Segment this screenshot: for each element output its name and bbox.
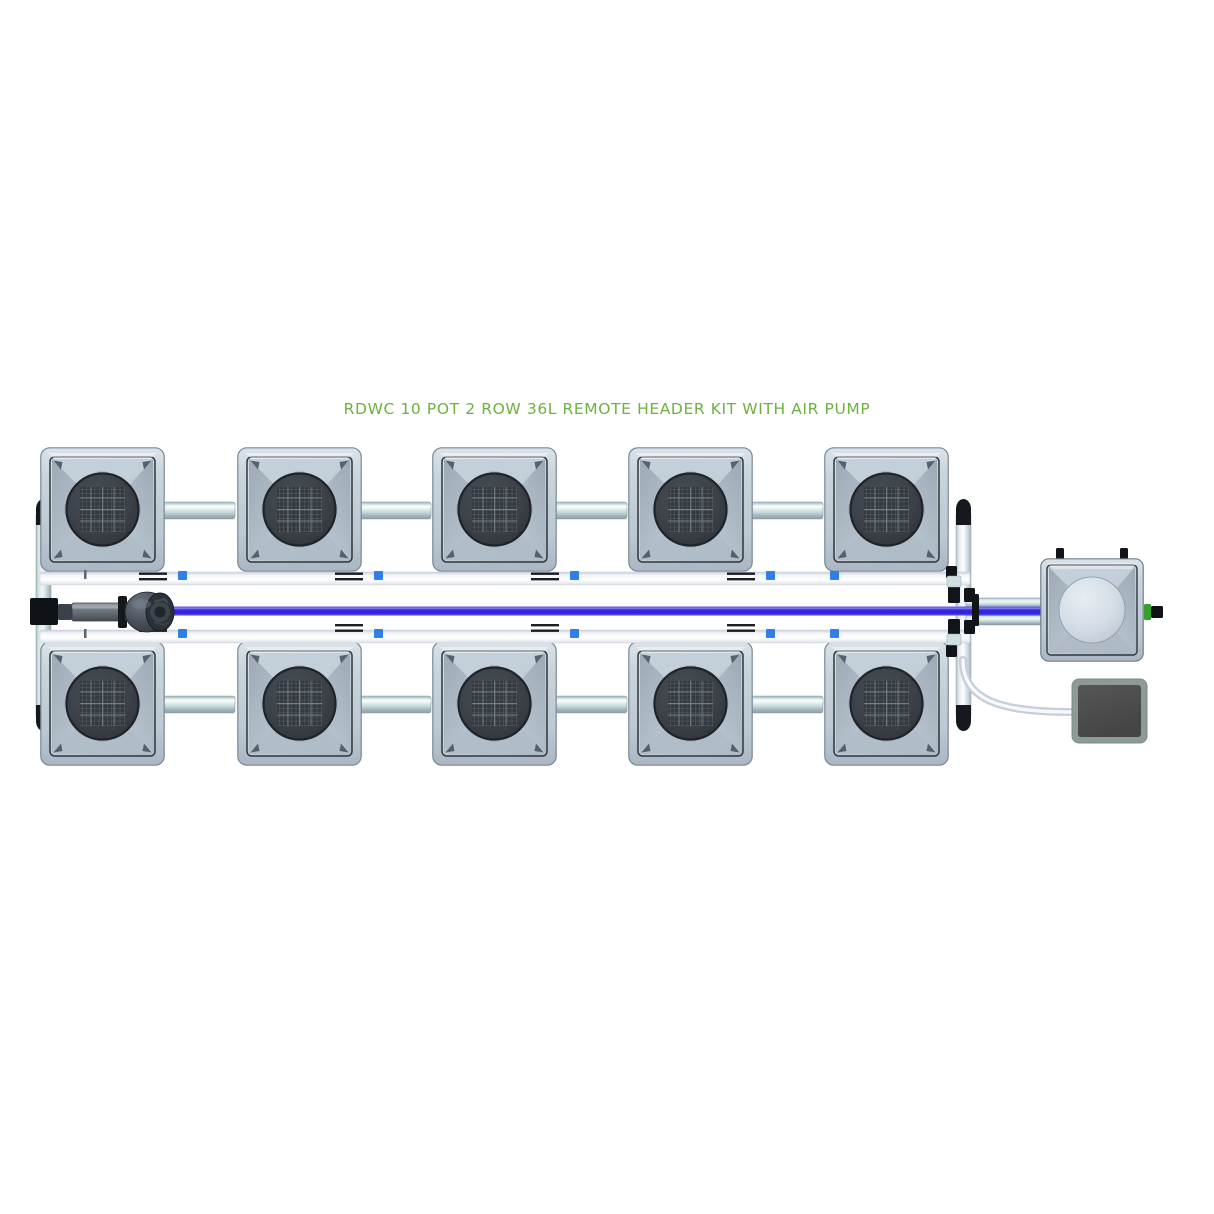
air-pump[interactable]: [1071, 678, 1148, 744]
pot-10[interactable]: [823, 640, 950, 767]
page-title: RDWC 10 POT 2 ROW 36L REMOTE HEADER KIT …: [343, 400, 871, 418]
return-pipe-marker: [139, 572, 755, 581]
blue-pipe-marker: [178, 629, 839, 638]
pot-1[interactable]: [39, 446, 166, 573]
reservoir-green-outlet: [1144, 604, 1151, 620]
pot-7[interactable]: [236, 640, 363, 767]
top-return-pipe: [39, 570, 971, 586]
pot-2[interactable]: [236, 446, 363, 573]
pot-5[interactable]: [823, 446, 950, 573]
blue-pipe-marker: [178, 571, 839, 580]
water-pump-valve-assembly[interactable]: [30, 591, 175, 633]
air-line: [140, 606, 1048, 616]
pot-8[interactable]: [431, 640, 558, 767]
remote-header-reservoir[interactable]: [1040, 548, 1163, 662]
right-tee-fittings: [946, 566, 979, 657]
air-pump-tube: [959, 656, 1074, 716]
right-fitting-collars: [946, 575, 962, 646]
pot-3[interactable]: [431, 446, 558, 573]
pot-9[interactable]: [627, 640, 754, 767]
pot-6[interactable]: [39, 640, 166, 767]
reservoir-feed-pipe: [965, 597, 1049, 626]
air-pump-tube-highlight: [961, 658, 1072, 714]
bottom-return-pipe: [39, 624, 971, 644]
pot-4[interactable]: [627, 446, 754, 573]
